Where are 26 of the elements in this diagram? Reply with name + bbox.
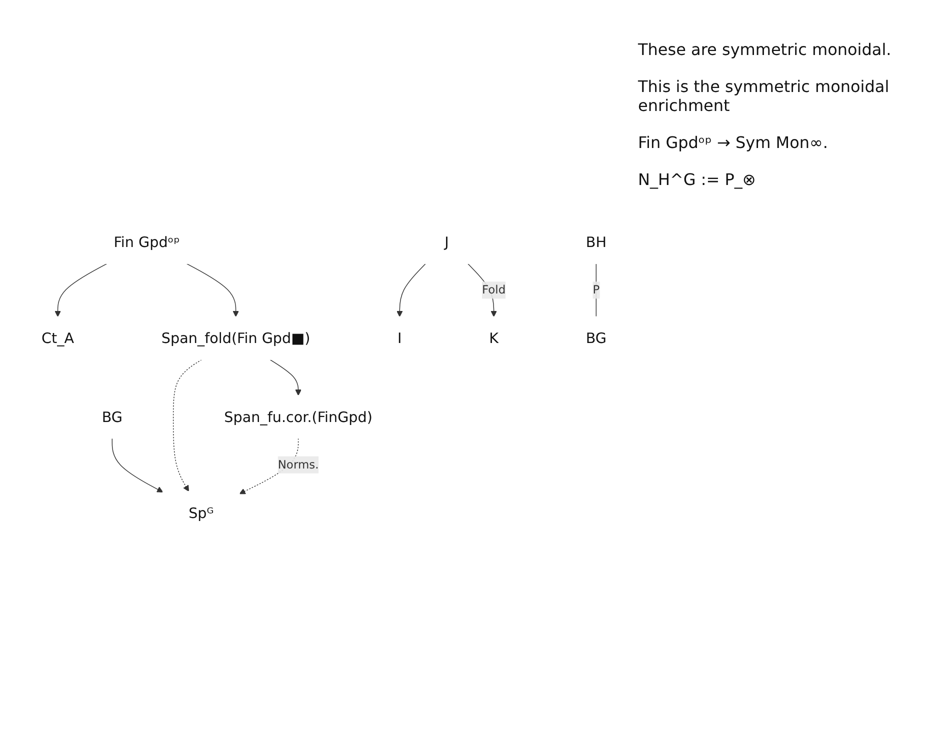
node-text: BG (586, 330, 606, 347)
arrow (270, 359, 302, 396)
node-text: Spᴳ (188, 504, 214, 522)
node-text: Span_fold(Fin Gpd■) (161, 330, 310, 347)
note-text: These are symmetric monoidal. (638, 40, 892, 59)
edge-label: P (592, 283, 600, 297)
node-text: I (398, 330, 402, 347)
edge-label: Norms. (278, 458, 319, 472)
note-text: N_H^G := P_⊗ (638, 170, 757, 189)
node-text: J (444, 234, 449, 251)
arrow (112, 438, 164, 492)
arrow (172, 359, 202, 492)
connector (596, 263, 597, 317)
node-text: BG (102, 408, 122, 426)
note-text: This is the symmetric monoidal enrichment (638, 77, 890, 115)
arrow (54, 263, 108, 317)
node-text: Ct_A (42, 330, 74, 347)
note-text: Fin Gpdᵒᵖ → Sym Mon∞. (638, 133, 829, 152)
arrow (186, 263, 239, 317)
node-text: Fin Gpdᵒᵖ (114, 234, 180, 251)
node-text: Span_fu.cor.(FinGpd) (224, 408, 372, 426)
edge-label: Fold (482, 283, 506, 297)
arrow (396, 263, 426, 317)
node-text: K (489, 330, 498, 347)
node-text: BH (586, 234, 606, 251)
arrow (467, 263, 497, 317)
